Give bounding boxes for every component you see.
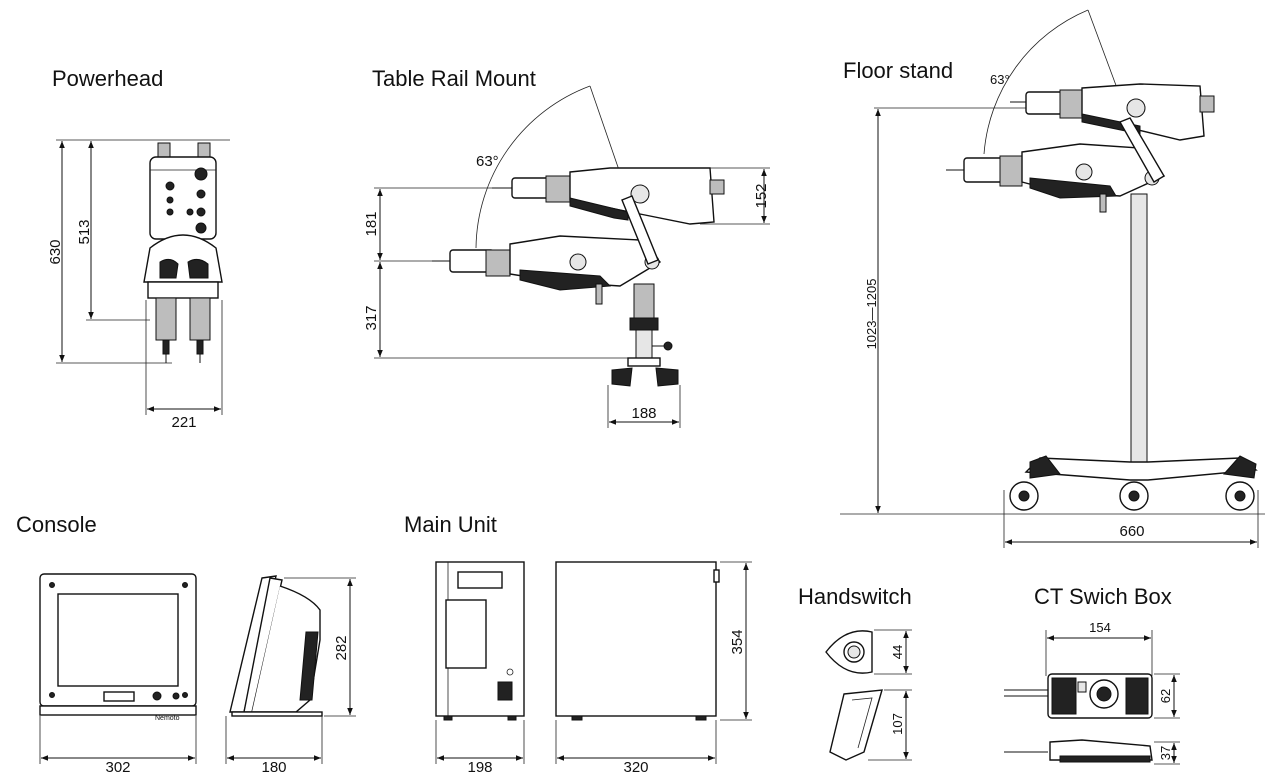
console-view: Console Nemoto 302 180 <box>16 512 356 776</box>
floor-stand-base <box>1009 193 1258 511</box>
dim-317: 317 <box>363 305 380 330</box>
dim-513: 513 <box>76 219 93 244</box>
main-unit-view: Main Unit 198 320 354 <box>404 512 752 776</box>
floor-stand-head-upper <box>1010 83 1215 141</box>
dim-660: 660 <box>1119 523 1144 540</box>
powerhead-view: Powerhead 630 513 221 <box>47 66 230 431</box>
dim-630: 630 <box>47 239 64 264</box>
floor-stand-head-lower <box>946 117 1166 213</box>
dim-181: 181 <box>363 211 380 236</box>
main-unit-front-drawing <box>435 561 525 721</box>
dim-282: 282 <box>333 635 350 660</box>
ct-box-title: CT Swich Box <box>1034 584 1172 609</box>
ct-switch-box-view: CT Swich Box 154 62 37 <box>1004 584 1180 765</box>
table-rail-title: Table Rail Mount <box>372 66 536 91</box>
floor-stand-title: Floor stand <box>843 58 953 83</box>
dim-198: 198 <box>467 759 492 776</box>
powerhead-drawing <box>143 142 223 363</box>
ct-box-side-drawing <box>1004 739 1153 763</box>
table-rail-head-upper <box>492 167 725 225</box>
dim-320: 320 <box>623 759 648 776</box>
dim-1023-1205: 1023—1205 <box>864 279 879 350</box>
handswitch-side-drawing <box>829 689 883 761</box>
handswitch-title: Handswitch <box>798 584 912 609</box>
console-title: Console <box>16 512 97 537</box>
console-logo: Nemoto <box>155 715 180 722</box>
dim-221: 221 <box>171 414 196 431</box>
handswitch-top-drawing <box>825 630 873 674</box>
main-unit-side-drawing <box>555 561 720 721</box>
angle-label: 63° <box>476 153 499 170</box>
table-rail-view: Table Rail Mount 63° 181 317 152 188 <box>363 66 770 428</box>
dim-188: 188 <box>631 405 656 422</box>
fs-angle-label: 63° <box>990 72 1010 87</box>
table-rail-column <box>611 283 679 387</box>
floor-stand-view: Floor stand 63° 1023—1205 660 <box>840 9 1265 548</box>
main-unit-title: Main Unit <box>404 512 497 537</box>
dim-180: 180 <box>261 759 286 776</box>
console-front-drawing: Nemoto <box>39 573 197 722</box>
dim-152: 152 <box>753 183 770 208</box>
dim-44: 44 <box>890 645 905 659</box>
dim-354: 354 <box>729 629 746 654</box>
dim-62: 62 <box>1158 689 1173 703</box>
ct-box-top-drawing <box>1004 673 1153 719</box>
dim-302: 302 <box>105 759 130 776</box>
dim-154: 154 <box>1089 620 1111 635</box>
dim-37: 37 <box>1158 746 1173 760</box>
console-side-drawing <box>229 575 323 717</box>
table-rail-head-lower <box>432 195 662 305</box>
dim-107: 107 <box>890 713 905 735</box>
powerhead-title: Powerhead <box>52 66 163 91</box>
handswitch-view: Handswitch 44 107 <box>798 584 912 761</box>
